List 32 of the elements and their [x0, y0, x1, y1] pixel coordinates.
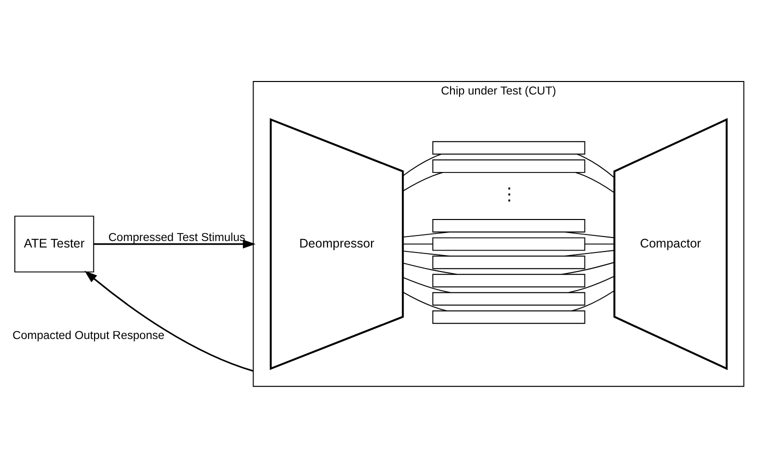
connector [576, 154, 615, 178]
node-bar [432, 310, 586, 324]
connector [402, 262, 458, 275]
node-box: Deompressor [270, 118, 404, 370]
node-bar [432, 219, 586, 233]
arrow [94, 240, 256, 249]
node-bar [432, 256, 586, 270]
connector [568, 276, 615, 294]
connector [402, 250, 450, 257]
node-box: Compactor [613, 118, 728, 370]
connector [584, 244, 615, 245]
connector [564, 232, 615, 238]
edge-label: Compressed Test Stimulus [108, 232, 246, 244]
connector [402, 172, 444, 192]
connector [402, 277, 451, 294]
node-box: ATE Tester [14, 216, 94, 272]
node-bar [432, 141, 586, 155]
arrow [84, 270, 254, 372]
connector [562, 262, 615, 275]
node-bar [432, 159, 586, 173]
edge-label: Compacted Output Response [12, 330, 164, 342]
node-bar [432, 237, 586, 251]
connector [402, 232, 450, 238]
connector [571, 290, 615, 312]
label: ⋮ [500, 184, 518, 204]
node-bar [432, 292, 586, 306]
connector [402, 154, 442, 176]
connector [575, 172, 615, 194]
connector [402, 244, 434, 245]
connector [564, 250, 615, 257]
connector [402, 292, 448, 312]
node-bar [432, 274, 586, 288]
